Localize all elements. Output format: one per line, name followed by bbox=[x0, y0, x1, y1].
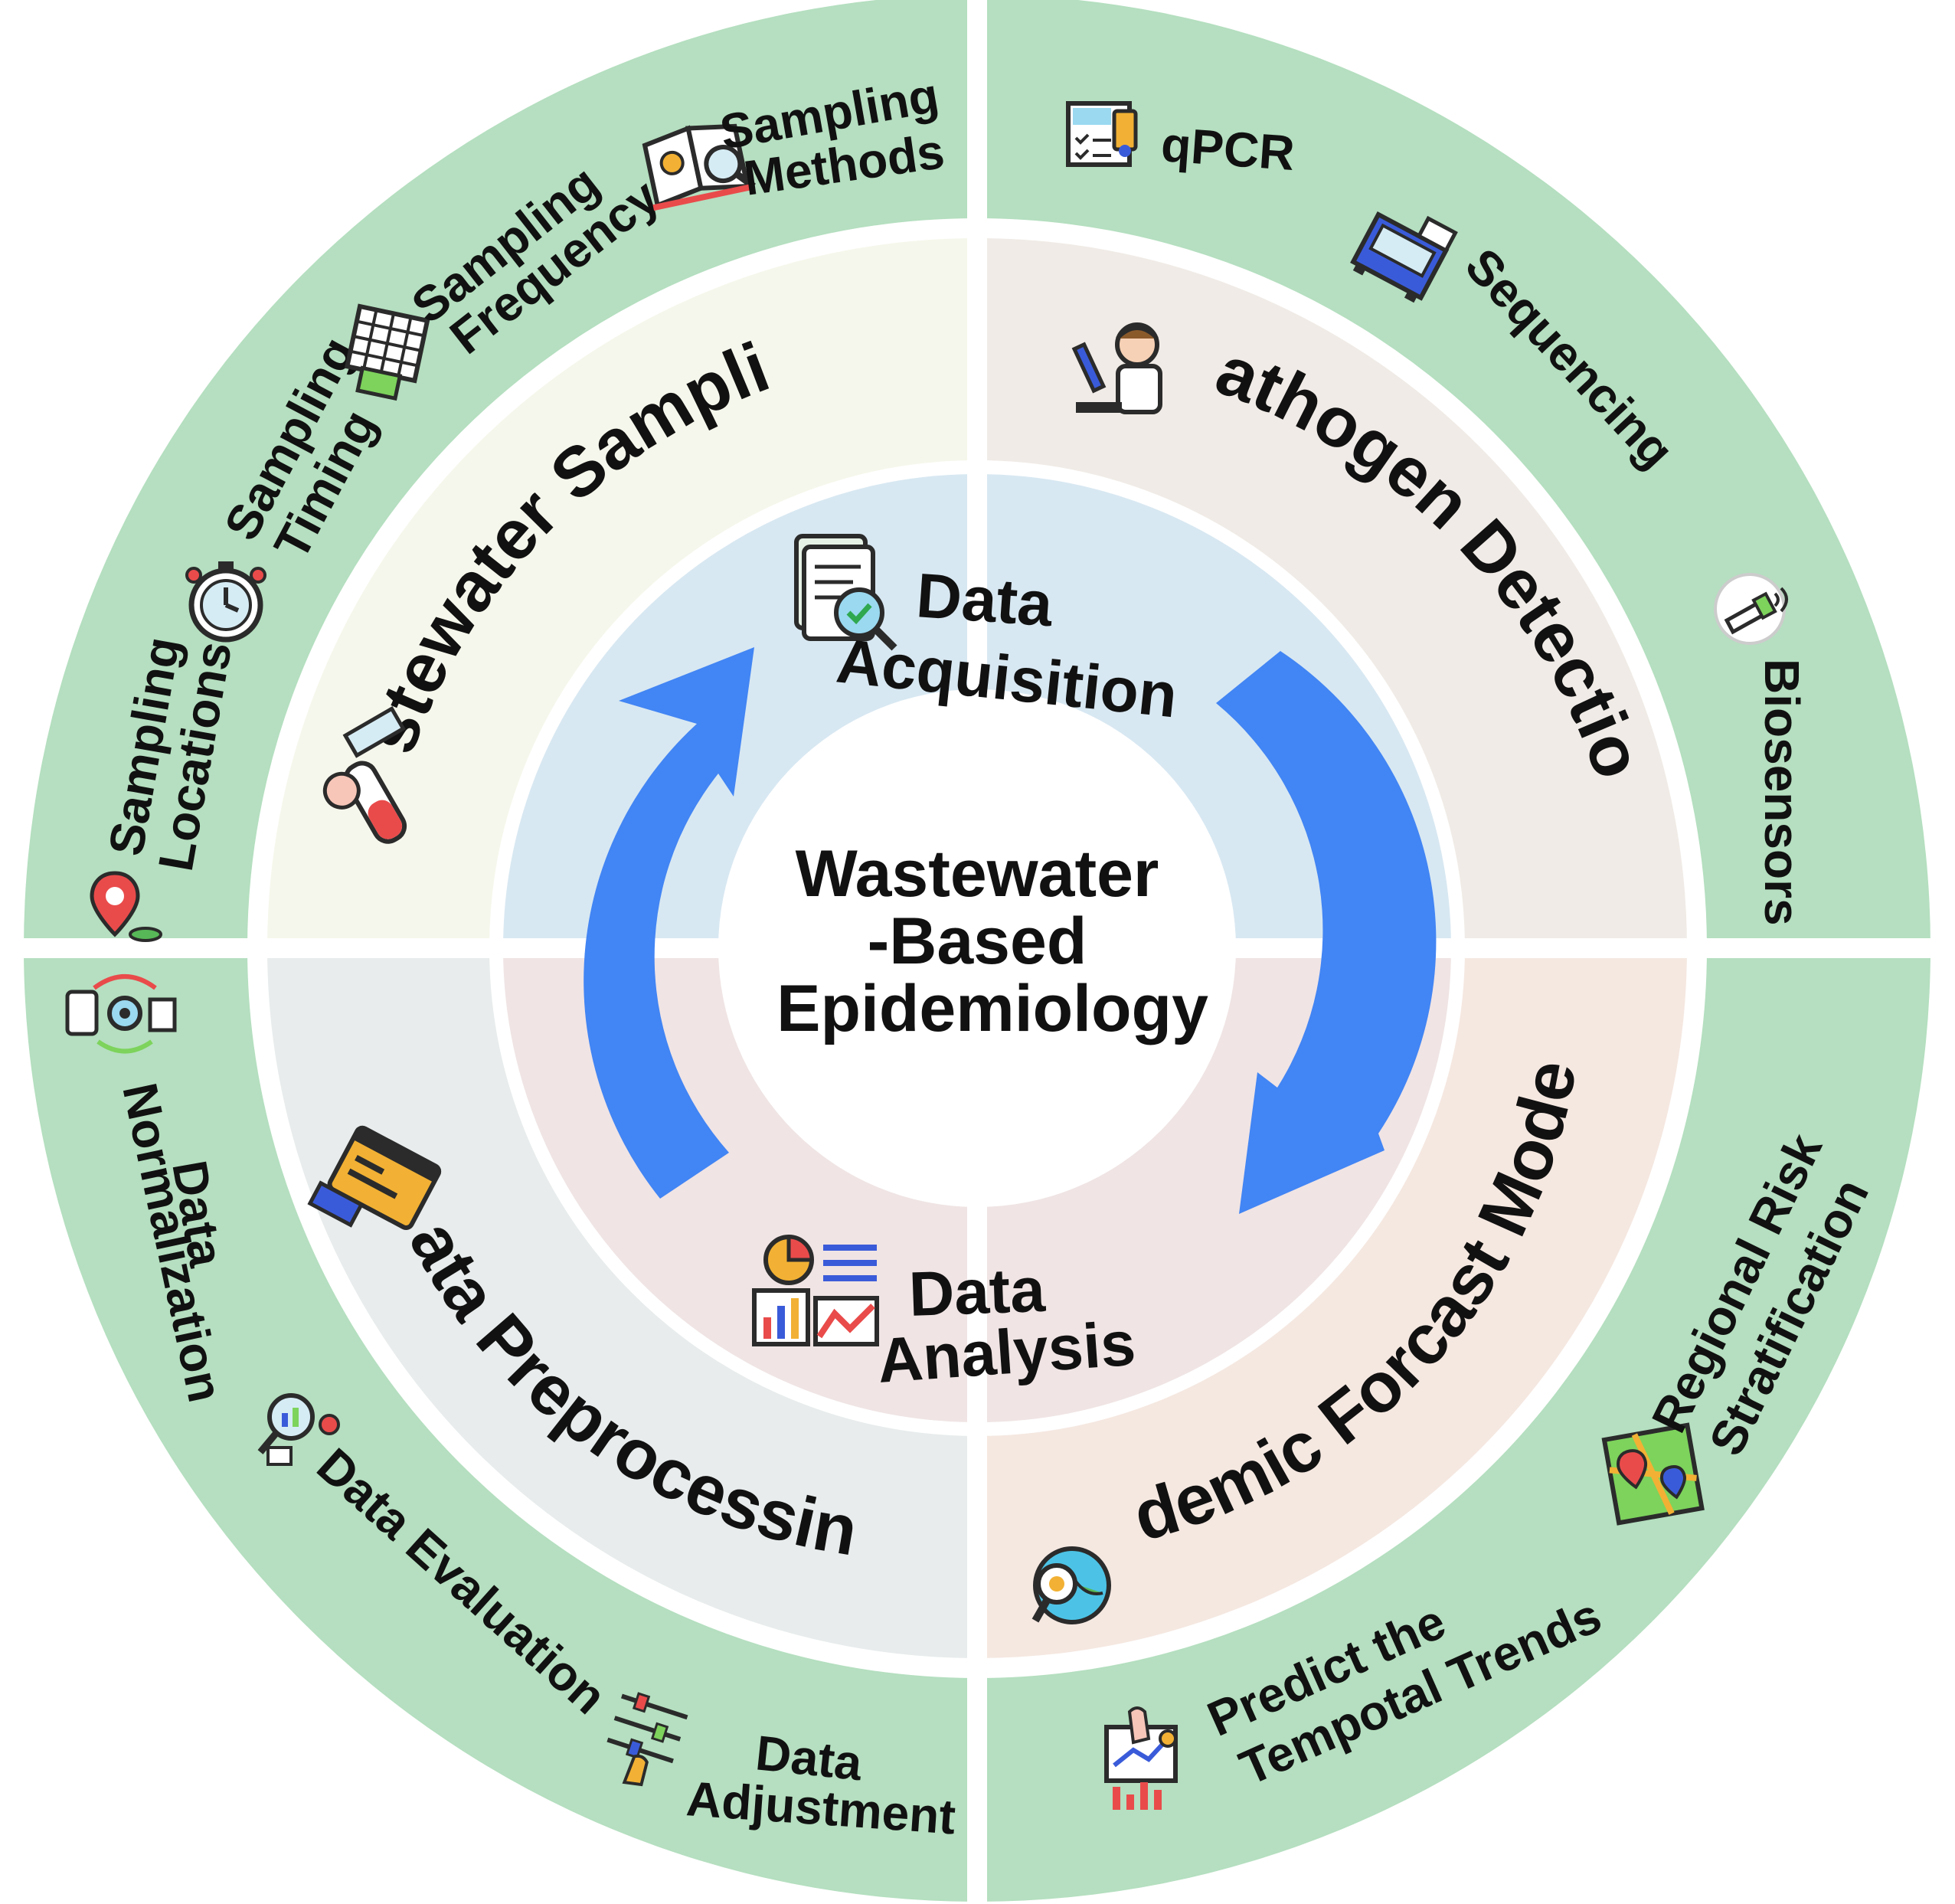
pcr-clipboard-icon bbox=[1066, 101, 1138, 167]
sample-tube-icon bbox=[322, 705, 407, 844]
cycle-arrow-left bbox=[584, 647, 754, 1199]
sampling-locations-item: Sampling Locations bbox=[90, 633, 242, 942]
location-pin-icon bbox=[90, 871, 162, 942]
center-line-2: -Based bbox=[868, 905, 1087, 978]
biosensors-label: Biosensors bbox=[1754, 659, 1810, 926]
data-analysis-icon bbox=[752, 1235, 879, 1346]
center-line-3: Epidemiology bbox=[776, 972, 1208, 1045]
center-circle bbox=[718, 689, 1236, 1207]
qpcr-item: qPCR bbox=[1066, 101, 1296, 181]
sequencer-machine-icon bbox=[1350, 211, 1458, 303]
cycle-gear-icon bbox=[65, 974, 177, 1054]
qpcr-label: qPCR bbox=[1159, 116, 1296, 181]
book-gear-icon bbox=[642, 123, 756, 211]
data-acquisition-icon bbox=[794, 534, 897, 651]
stopwatch-icon bbox=[185, 561, 266, 643]
cycle-arrow-right bbox=[1216, 651, 1437, 1214]
center-line-1: Wastewater bbox=[796, 837, 1159, 911]
data-adjustment-line-1: Data bbox=[754, 1725, 865, 1791]
code-monitor-icon bbox=[307, 1125, 442, 1230]
trend-touch-icon bbox=[1104, 1706, 1178, 1810]
magnifier-chart-icon bbox=[257, 1393, 340, 1466]
scientist-microscope-icon bbox=[1071, 322, 1162, 414]
calendar-grid-icon bbox=[344, 303, 430, 401]
biosensor-probe-icon bbox=[1714, 573, 1788, 645]
data-acquisition-line-1: Data bbox=[914, 561, 1056, 640]
sampling-timing-item: Sampling Timing bbox=[185, 328, 387, 643]
biosensors-item: Biosensors bbox=[1714, 573, 1810, 926]
map-pins-icon bbox=[1601, 1422, 1705, 1526]
center-title: Wastewater -Based Epidemiology bbox=[776, 837, 1208, 1045]
slider-hand-icon bbox=[606, 1692, 688, 1787]
globe-search-icon bbox=[1031, 1546, 1111, 1624]
data-analysis-line-1: Data bbox=[907, 1255, 1047, 1330]
